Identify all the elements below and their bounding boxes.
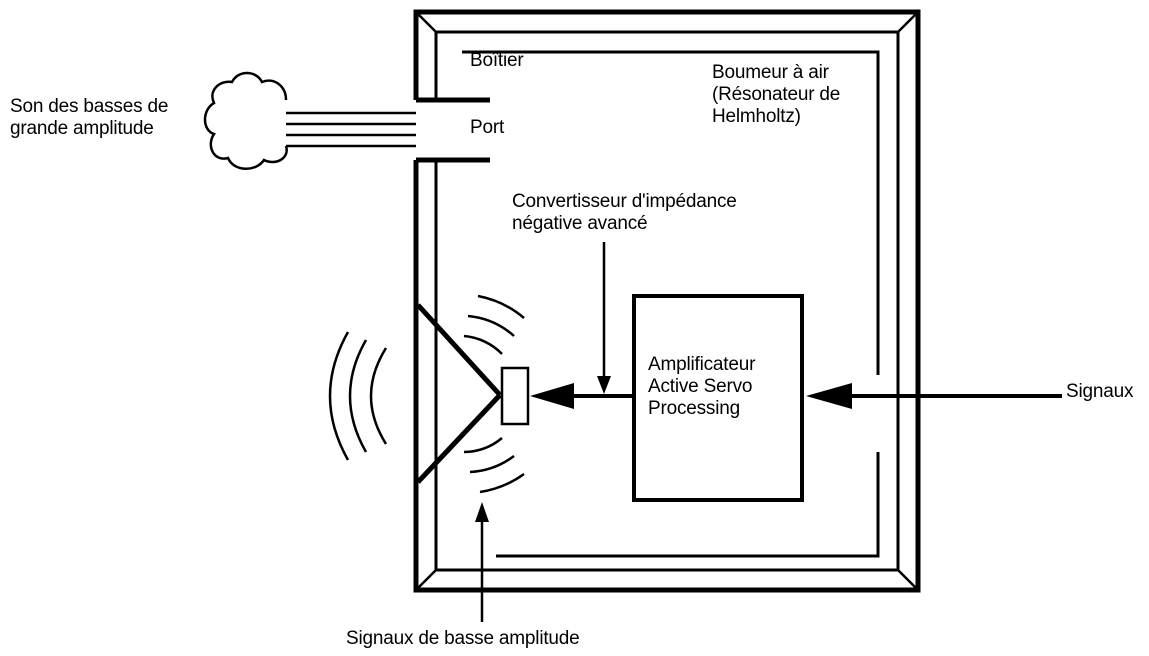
sound-wave-top-2	[467, 314, 515, 337]
enclosure-bevel-top-left	[415, 11, 437, 33]
enclosure-liner	[462, 50, 880, 375]
converter-label-line1: Convertisseur d'impédance	[512, 191, 737, 212]
enclosure-bevel-top-right	[897, 11, 919, 33]
voice-coil-box	[500, 366, 530, 426]
air-booster-label-line3: Helmholtz)	[712, 106, 801, 127]
converter-label-line2: négative avancé	[512, 213, 648, 234]
arrow-to-amplifier-icon	[806, 383, 852, 409]
arrow-to-coil-icon	[530, 383, 574, 409]
enclosure-bevel-bottom-right	[897, 569, 919, 591]
boitier-label: Boîtier	[470, 50, 524, 71]
sound-wave-bottom-3	[479, 472, 525, 494]
low-amplitude-signals-label: Signaux de basse amplitude	[346, 628, 580, 649]
converter-arrow-icon	[597, 376, 611, 394]
air-booster-label-line1: Boumeur à air	[712, 62, 829, 83]
amplifier-label-line2: Active Servo	[648, 376, 753, 397]
sound-wave-left-1	[369, 347, 388, 445]
speaker-cone-lower	[416, 393, 502, 484]
amplifier-label-line1: Amplificateur	[648, 354, 756, 375]
sound-wave-top-1	[463, 334, 503, 355]
sound-wave-bottom-2	[469, 454, 515, 474]
enclosure-liner-lower	[496, 452, 880, 558]
sound-wave-top-3	[477, 294, 525, 319]
air-booster-label-line2: (Résonateur de	[712, 84, 841, 105]
enclosure-inner-wall-top	[434, 30, 900, 572]
low-amplitude-arrow-icon	[475, 502, 489, 522]
amplifier-label-line3: Processing	[648, 398, 740, 419]
signals-label: Signaux	[1066, 381, 1134, 402]
high-amplitude-bass-label-line2: grande amplitude	[10, 118, 154, 139]
port-label: Port	[470, 117, 505, 138]
speaker-cone-upper	[416, 303, 502, 397]
enclosure-bevel-bottom-left	[415, 569, 437, 591]
sound-wave-left-3	[328, 331, 350, 461]
enclosure-outer-wall	[413, 9, 921, 593]
high-amplitude-bass-label-line1: Son des basses de	[10, 96, 169, 117]
sound-wave-left-2	[348, 339, 368, 453]
sound-wave-bottom-1	[463, 437, 503, 454]
bass-cloud-icon	[203, 71, 288, 170]
